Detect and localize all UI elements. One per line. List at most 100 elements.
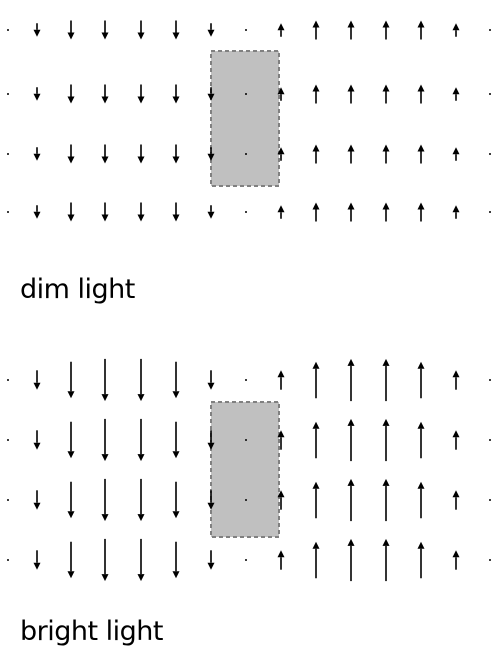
- bright-field-arrow-up: [382, 478, 390, 522]
- bright-field-arrow-up: [347, 538, 355, 582]
- dim-field-arrow-down: [67, 20, 75, 40]
- bright-field-arrow-up: [347, 418, 355, 462]
- dim-field-arrow-up: [417, 144, 425, 164]
- bright-field-arrow-up: [277, 490, 285, 510]
- dim-field-arrow-up: [312, 20, 320, 40]
- dim-field-arrow-up: [382, 144, 390, 164]
- dim-field-dot: [489, 29, 491, 31]
- bright-field-arrow-down: [33, 490, 41, 510]
- bright-field-arrow-down: [172, 541, 180, 579]
- dim-field-dot: [245, 93, 247, 95]
- bright-light-shaded-box: [210, 401, 280, 538]
- bright-field-dot: [245, 439, 247, 441]
- dim-field-arrow-down: [101, 20, 109, 40]
- dim-light-vector-field: [7, 20, 491, 222]
- dim-field-arrow-up: [347, 144, 355, 164]
- dim-field-arrow-down: [33, 23, 41, 37]
- dim-field-arrow-down: [172, 202, 180, 222]
- dim-field-arrow-down: [67, 144, 75, 164]
- dim-field-dot: [489, 93, 491, 95]
- dim-field-arrow-down: [207, 147, 215, 161]
- bright-field-arrow-down: [67, 541, 75, 579]
- dim-field-dot: [245, 211, 247, 213]
- bright-field-arrow-up: [312, 481, 320, 519]
- bright-field-arrow-down: [101, 538, 109, 582]
- dim-field-arrow-up: [312, 144, 320, 164]
- dim-field-arrow-down: [101, 84, 109, 104]
- bright-field-arrow-down: [33, 370, 41, 390]
- bright-field-dot: [7, 499, 9, 501]
- dim-field-dot: [7, 93, 9, 95]
- bright-light-label: bright light: [20, 616, 164, 647]
- dim-field-arrow-up: [277, 205, 285, 219]
- bright-field-dot: [489, 499, 491, 501]
- dim-field-arrow-up: [382, 20, 390, 40]
- dim-field-dot: [7, 211, 9, 213]
- dim-field-dot: [245, 29, 247, 31]
- bright-light-panel: bright light: [0, 330, 492, 653]
- dim-field-arrow-up: [382, 202, 390, 222]
- dim-field-dot: [489, 211, 491, 213]
- bright-field-arrow-up: [382, 418, 390, 462]
- bright-field-arrow-up: [417, 421, 425, 459]
- dim-field-arrow-down: [33, 147, 41, 161]
- dim-field-arrow-down: [207, 205, 215, 219]
- dim-field-arrow-up: [452, 147, 460, 161]
- bright-field-arrow-down: [101, 418, 109, 462]
- bright-field-arrow-down: [207, 490, 215, 510]
- dim-field-arrow-down: [137, 144, 145, 164]
- dim-field-arrow-up: [277, 23, 285, 37]
- dim-field-arrow-down: [33, 205, 41, 219]
- bright-field-dot: [7, 439, 9, 441]
- bright-field-arrow-up: [347, 358, 355, 402]
- bright-field-arrow-up: [312, 361, 320, 399]
- dim-field-dot: [489, 153, 491, 155]
- bright-field-arrow-down: [207, 550, 215, 570]
- dim-field-dot: [7, 29, 9, 31]
- bright-field-arrow-down: [67, 361, 75, 399]
- dim-field-arrow-down: [207, 87, 215, 101]
- dim-field-arrow-up: [417, 202, 425, 222]
- bright-field-arrow-down: [67, 421, 75, 459]
- bright-field-dot: [7, 559, 9, 561]
- bright-field-arrow-down: [137, 538, 145, 582]
- bright-field-arrow-down: [172, 481, 180, 519]
- bright-field-arrow-down: [101, 358, 109, 402]
- bright-field-dot: [7, 379, 9, 381]
- dim-field-arrow-up: [417, 84, 425, 104]
- bright-field-arrow-down: [137, 478, 145, 522]
- bright-field-arrow-down: [137, 358, 145, 402]
- dim-field-dot: [245, 153, 247, 155]
- dim-field-arrow-down: [67, 202, 75, 222]
- bright-field-arrow-up: [417, 541, 425, 579]
- dim-field-arrow-down: [67, 84, 75, 104]
- bright-field-arrow-up: [417, 361, 425, 399]
- dim-field-arrow-down: [101, 202, 109, 222]
- bright-light-vector-field: [7, 358, 491, 582]
- dim-field-arrow-up: [347, 84, 355, 104]
- dim-field-arrow-up: [452, 205, 460, 219]
- dim-field-arrow-up: [452, 87, 460, 101]
- dim-field-arrow-down: [137, 84, 145, 104]
- bright-field-arrow-down: [67, 481, 75, 519]
- dim-field-arrow-down: [137, 20, 145, 40]
- bright-field-arrow-up: [452, 430, 460, 450]
- dim-field-arrow-down: [137, 202, 145, 222]
- dim-field-arrow-down: [33, 87, 41, 101]
- dim-field-arrow-up: [347, 202, 355, 222]
- bright-field-arrow-up: [277, 550, 285, 570]
- bright-field-arrow-up: [277, 430, 285, 450]
- bright-field-dot: [489, 559, 491, 561]
- dim-field-arrow-down: [172, 84, 180, 104]
- dim-light-panel: dim light: [7, 20, 491, 305]
- bright-field-arrow-up: [417, 481, 425, 519]
- bright-field-arrow-down: [172, 421, 180, 459]
- bright-field-arrow-up: [382, 538, 390, 582]
- bright-field-arrow-up: [312, 541, 320, 579]
- bright-field-arrow-up: [312, 421, 320, 459]
- dim-field-arrow-up: [312, 202, 320, 222]
- bright-field-dot: [245, 379, 247, 381]
- bright-field-dot: [489, 379, 491, 381]
- bright-field-arrow-up: [347, 478, 355, 522]
- dim-field-arrow-down: [101, 144, 109, 164]
